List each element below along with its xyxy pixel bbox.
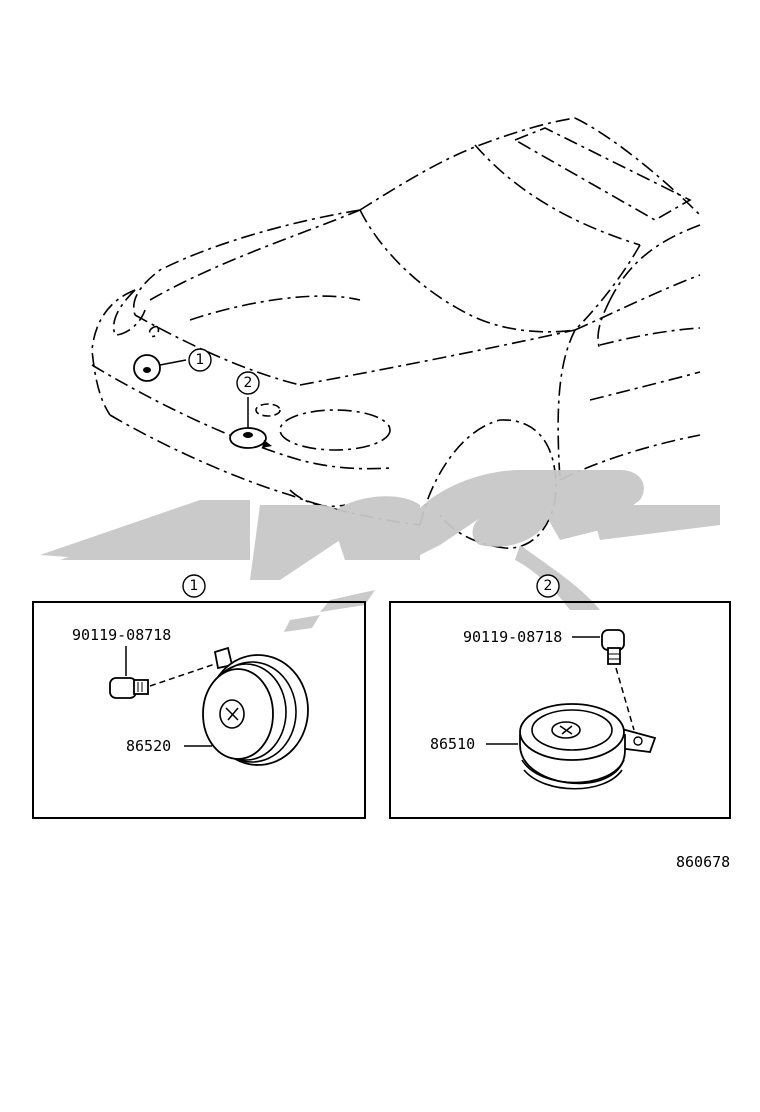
callout-1-number: 1 [196, 352, 205, 368]
horn-86510 [519, 703, 657, 790]
horn-marker-1 [133, 354, 187, 382]
watermark [40, 470, 720, 632]
detail-2-horn-part-number: 86510 [430, 735, 475, 753]
bolt-2 [601, 629, 625, 665]
detail-2-bolt-part-number: 90119-08718 [463, 628, 562, 646]
bolt-1 [109, 677, 149, 699]
horn-86520 [202, 646, 309, 766]
detail-1-bolt-part-number: 90119-08718 [72, 626, 171, 644]
detail-1-number: 1 [190, 578, 199, 594]
detail-2-callout: 2 [536, 574, 560, 598]
detail-2-number: 2 [544, 578, 553, 594]
detail-box-2: 90119-08718 86510 [389, 601, 731, 819]
detail-1-callout: 1 [182, 574, 206, 598]
detail-box-1: 90119-08718 86520 [32, 601, 366, 819]
callout-2-number: 2 [244, 375, 253, 391]
callout-2: 2 [236, 371, 260, 395]
callout-1: 1 [188, 348, 212, 372]
horn-marker-2 [229, 397, 272, 449]
drawing-number: 860678 [676, 853, 730, 871]
detail-1-horn-part-number: 86520 [126, 737, 171, 755]
